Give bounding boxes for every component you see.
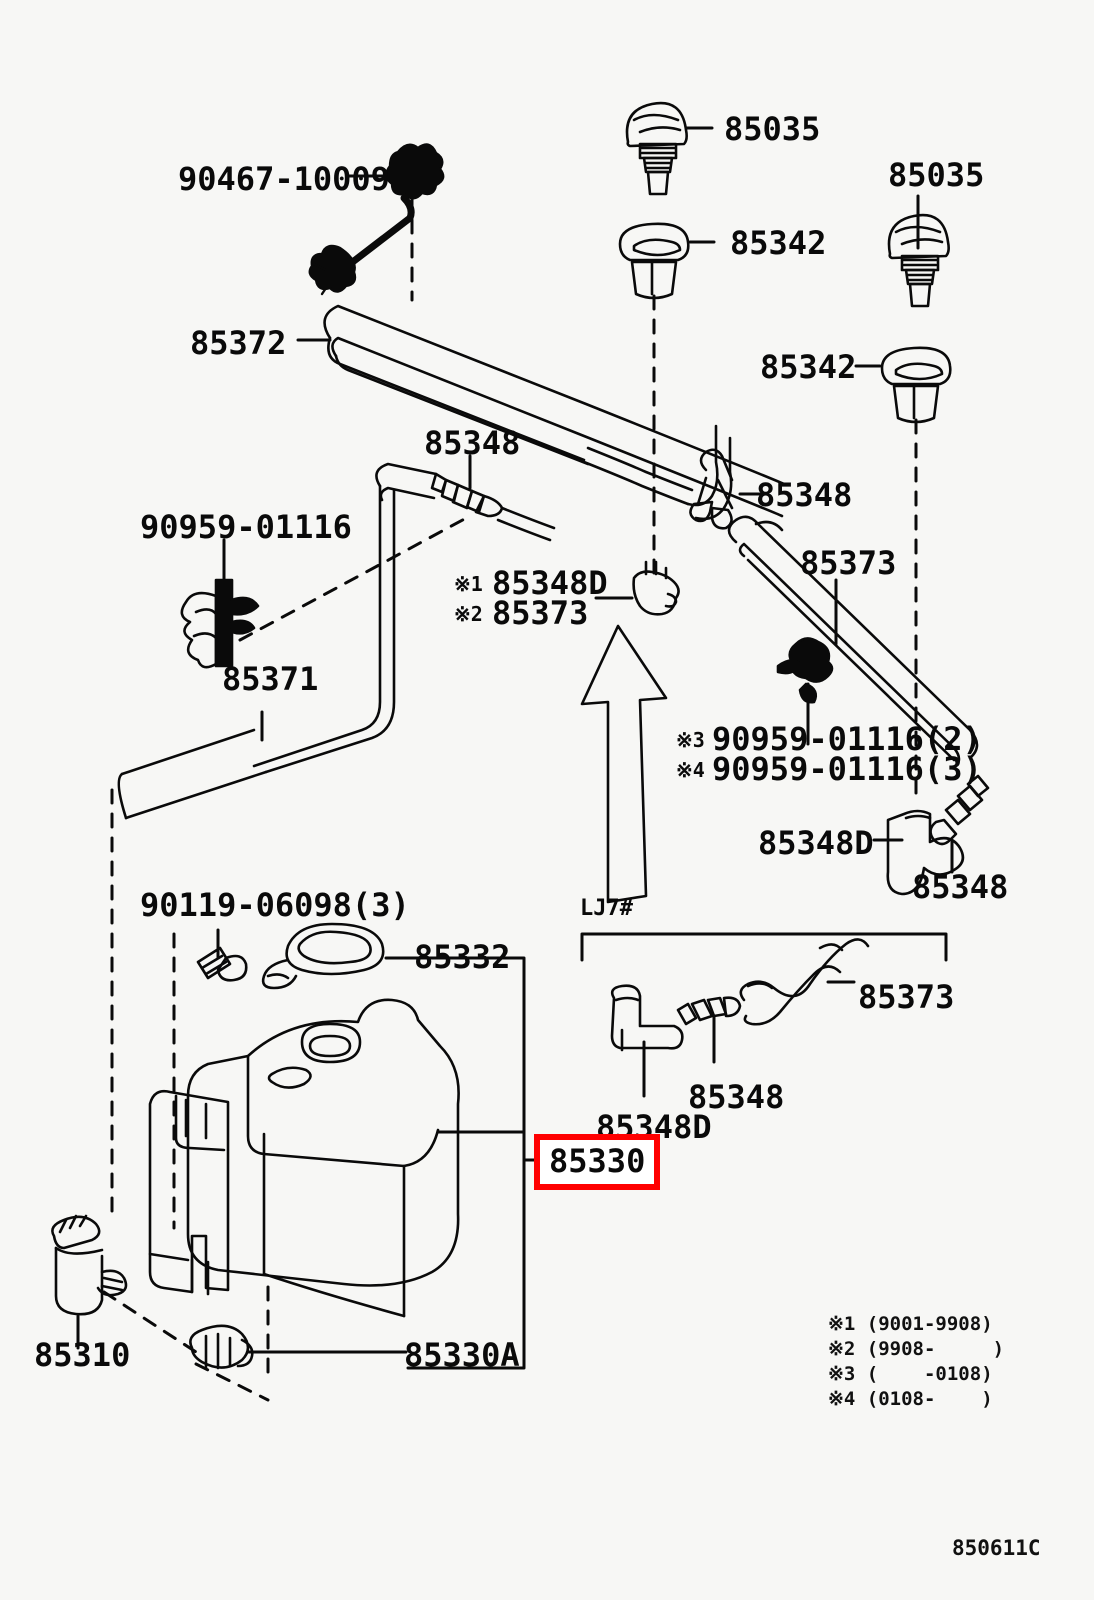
label-90467-10009: 90467-10009: [178, 160, 390, 198]
grommet-85342-left: [618, 222, 690, 300]
assembly-bracket-85330: [406, 956, 546, 1370]
label-85371: 85371: [222, 660, 319, 698]
label-ref1-85348D: 85348D: [492, 564, 608, 602]
label-85330A: 85330A: [404, 1336, 520, 1374]
nozzle-85035-right: [887, 213, 950, 308]
label-85372: 85372: [190, 324, 287, 362]
variant-bracket: [580, 932, 948, 962]
mark-4: ※4: [676, 758, 705, 782]
label-85332: 85332: [414, 938, 511, 976]
footnote-4: ※4 (0108- ): [828, 1388, 993, 1410]
grommet-85342-right: [880, 346, 952, 424]
label-85348-lower-right: 85348: [912, 868, 1009, 906]
grommet-85330A: [189, 1324, 254, 1370]
clip-90959-right: [776, 637, 834, 704]
highlight-85330: 85330: [534, 1134, 661, 1190]
footnote-1: ※1 (9001-9908): [828, 1313, 993, 1335]
elbow-85348D-center: [632, 560, 680, 616]
y-connector-85348: [689, 448, 734, 530]
sub-hose-85373: [739, 938, 870, 1026]
label-85348-right: 85348: [756, 476, 853, 514]
label-ref3-clip: 90959-01116(2): [712, 720, 982, 758]
label-ref4-clip: 90959-01116(3): [712, 750, 982, 788]
mark-1: ※1: [454, 572, 483, 596]
label-90119-06098: 90119-06098(3): [140, 886, 410, 924]
screw-90119: [196, 946, 248, 982]
elbow-85348D-right: [886, 809, 965, 896]
sub-joint-85348: [676, 996, 742, 1026]
footnote-3: ※3 ( -0108): [828, 1363, 993, 1385]
diagram-id: 850611C: [952, 1536, 1041, 1560]
sub-elbow-85348D: [610, 984, 684, 1052]
nozzle-85035-left: [625, 101, 688, 196]
footnote-2: ※2 (9908- ): [828, 1338, 1005, 1360]
label-85373-right: 85373: [800, 544, 897, 582]
hose-85373-right: [727, 515, 979, 770]
hose-85371-run: [117, 484, 396, 820]
label-85035-left: 85035: [724, 110, 821, 148]
label-85342-right: 85342: [760, 348, 857, 386]
label-variant-LJ7: LJ7#: [580, 896, 633, 921]
label-85035-right: 85035: [888, 156, 985, 194]
label-85330: 85330: [549, 1142, 646, 1180]
label-85348D-right: 85348D: [758, 824, 874, 862]
cap-85332: [261, 922, 385, 990]
label-85310: 85310: [34, 1336, 131, 1374]
label-ref2-85373: 85373: [492, 594, 589, 632]
variant-up-arrow: [580, 624, 668, 904]
label-85348-top: 85348: [424, 424, 521, 462]
label-85342-left: 85342: [730, 224, 827, 262]
clip-90959-left: [180, 578, 260, 669]
joint-85348-top: [375, 462, 556, 542]
washer-tank-85330: [148, 998, 460, 1318]
label-90959-01116-left: 90959-01116: [140, 508, 352, 546]
label-sub-85373: 85373: [858, 978, 955, 1016]
mark-3: ※3: [676, 728, 705, 752]
mark-2: ※2: [454, 602, 483, 626]
hose-85372: [323, 304, 786, 518]
label-sub-85348: 85348: [688, 1078, 785, 1116]
